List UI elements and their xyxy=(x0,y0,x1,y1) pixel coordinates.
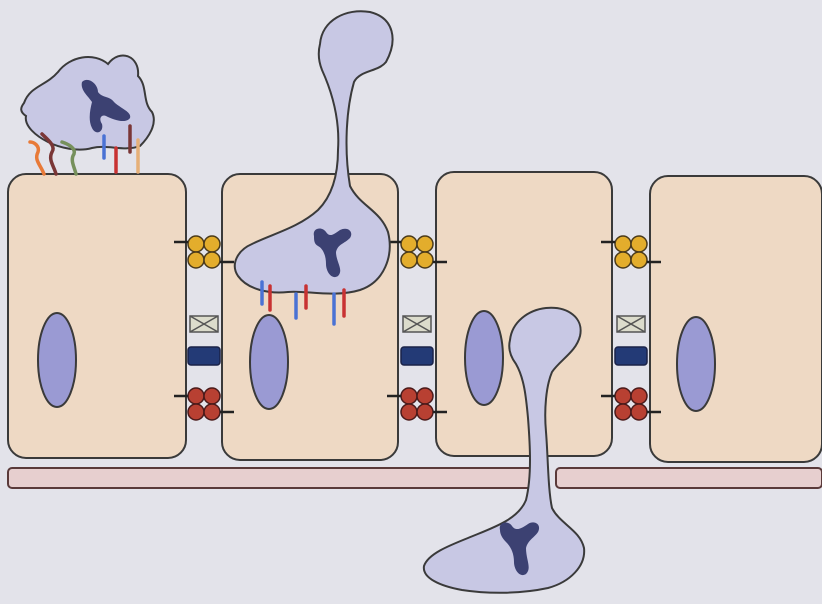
ligand-orange xyxy=(30,142,44,174)
tight-junction-particle xyxy=(204,252,220,268)
tight-junction-particle xyxy=(615,252,631,268)
tight-junction-particle xyxy=(188,236,204,252)
gap-junction-particle xyxy=(401,388,417,404)
epithelial-cell-1 xyxy=(8,174,186,458)
epithelial-cell-3 xyxy=(436,172,612,456)
gap-junction-particle xyxy=(417,388,433,404)
tight-junction-particle xyxy=(417,236,433,252)
leukocyte-body xyxy=(235,11,393,293)
nucleus-cell-2 xyxy=(250,315,288,409)
tight-junction-particle xyxy=(417,252,433,268)
basement-membrane-left xyxy=(8,468,542,488)
gap-junction-particle xyxy=(631,404,647,420)
gap-junction-particle xyxy=(204,404,220,420)
gap-junction-particle xyxy=(615,404,631,420)
gap-junction-particle xyxy=(188,404,204,420)
tight-junction-particle xyxy=(631,236,647,252)
gap-junction-particle xyxy=(188,388,204,404)
gap-junction-particle xyxy=(631,388,647,404)
desmosome xyxy=(615,347,647,365)
gap-junction-particle xyxy=(204,388,220,404)
leukocyte-apical xyxy=(21,55,154,174)
basement-membrane-right xyxy=(556,468,822,488)
tight-junction-particle xyxy=(204,236,220,252)
tight-junction-particle xyxy=(401,252,417,268)
leukocyte-crossing xyxy=(235,11,393,324)
tight-junction-particle xyxy=(188,252,204,268)
tight-junction-particle xyxy=(401,236,417,252)
nucleus-cell-3 xyxy=(465,311,503,405)
tight-junction-particle xyxy=(615,236,631,252)
tight-junction-particle xyxy=(631,252,647,268)
basement-membrane xyxy=(8,468,822,488)
epithelial-cell-4 xyxy=(650,176,822,462)
gap-junction-particle xyxy=(417,404,433,420)
desmosome xyxy=(401,347,433,365)
nucleus-cell-4 xyxy=(677,317,715,411)
desmosome xyxy=(188,347,220,365)
gap-junction-particle xyxy=(615,388,631,404)
nucleus-cell-1 xyxy=(38,313,76,407)
gap-junction-particle xyxy=(401,404,417,420)
